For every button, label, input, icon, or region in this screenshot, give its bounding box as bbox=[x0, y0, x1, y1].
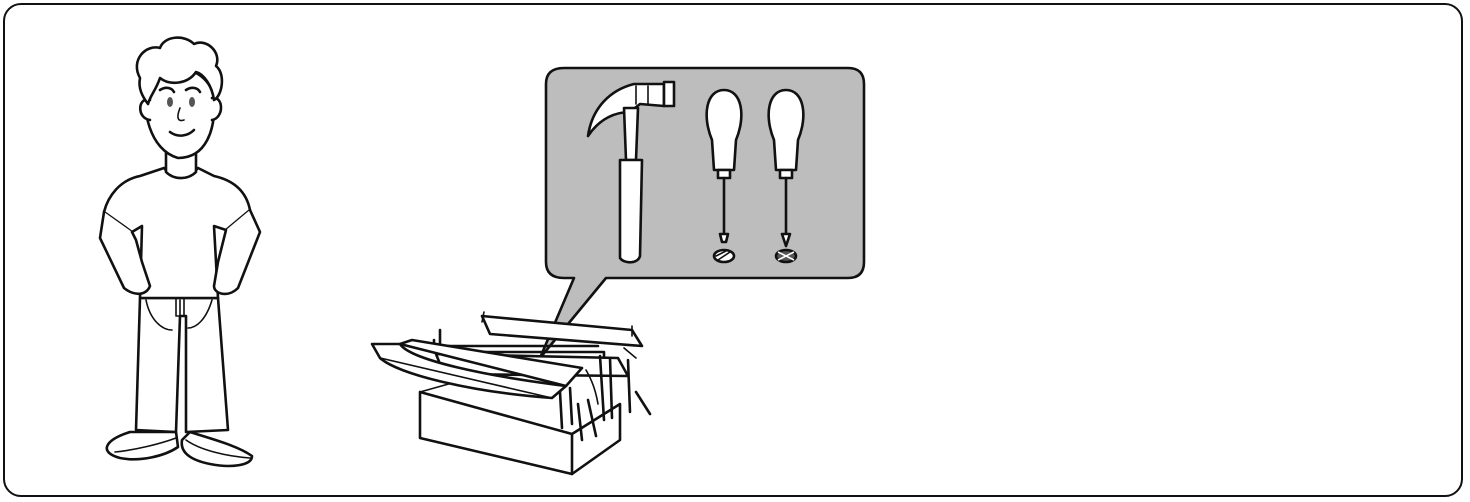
person-icon bbox=[98, 36, 262, 468]
claw-hammer-icon bbox=[586, 80, 676, 264]
illustration-frame bbox=[3, 3, 1463, 497]
tools-callout-icon bbox=[538, 66, 866, 360]
flathead-screwdriver-icon bbox=[705, 88, 743, 264]
toolbox-icon bbox=[370, 311, 652, 476]
phillips-screwdriver-icon bbox=[767, 88, 805, 264]
